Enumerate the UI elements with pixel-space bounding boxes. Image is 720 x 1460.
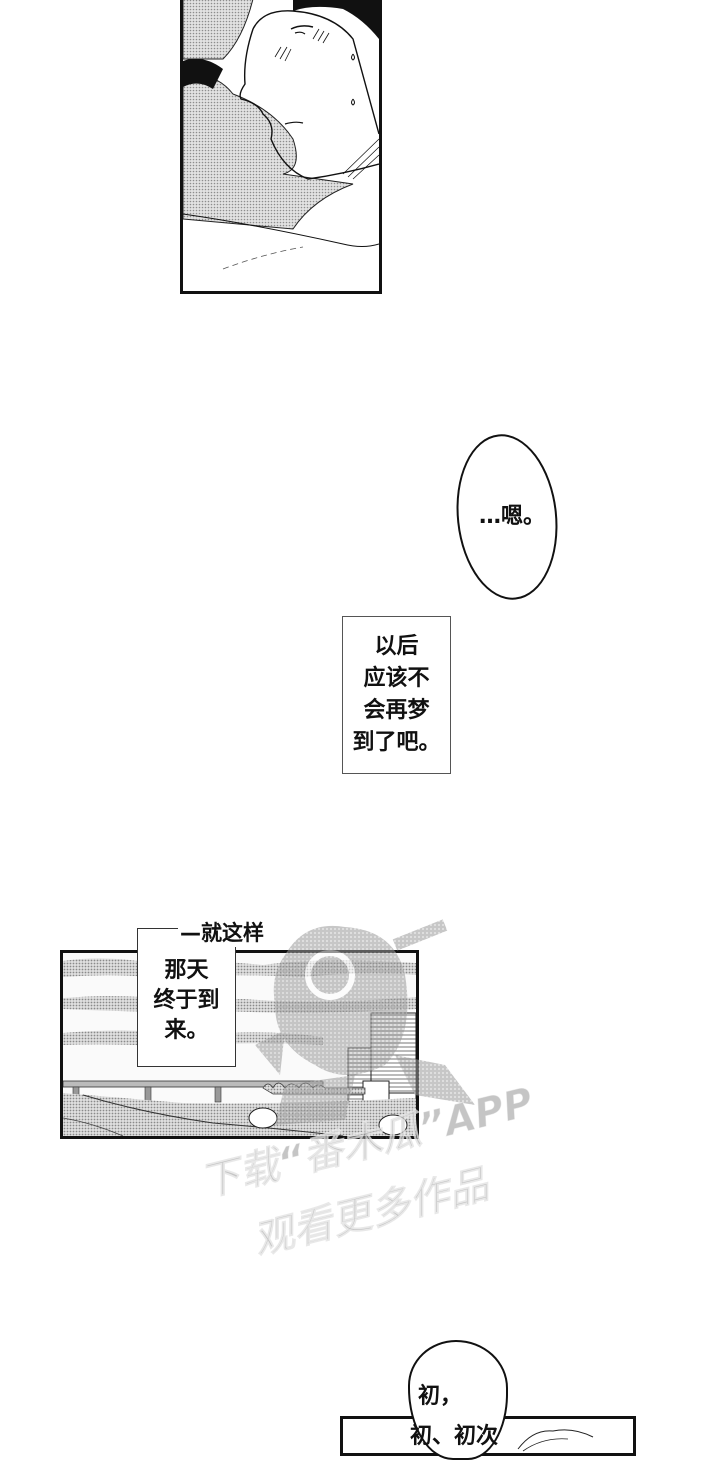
speech-bubble-text: 初、初次 xyxy=(410,1424,499,1449)
narration-line: 终于到 xyxy=(153,987,220,1013)
narration-line: 应该不 xyxy=(363,666,430,691)
narration-line: 那天 xyxy=(164,957,209,983)
closeup-illustration xyxy=(183,0,379,291)
manga-panel-closeup xyxy=(180,0,382,294)
caption-label: —就这样 xyxy=(178,917,266,947)
narration-line: 来。 xyxy=(164,1017,209,1043)
manga-panel-cityscape xyxy=(60,950,419,1139)
papaya-mascot-icon xyxy=(245,915,485,1135)
narration-line: 会再梦 xyxy=(363,698,430,723)
narration-box: 以后 应该不 会再梦 到了吧。 xyxy=(342,616,451,774)
caption-label-text: —就这样 xyxy=(180,921,264,945)
speech-bubble-text: …嗯。 xyxy=(478,504,545,529)
narration-line: 以后 xyxy=(374,634,419,659)
narration-box: 那天 终于到 来。 xyxy=(137,929,236,1067)
narration-line: 到了吧。 xyxy=(352,730,441,755)
speech-bubble-text: 初， xyxy=(418,1384,463,1409)
